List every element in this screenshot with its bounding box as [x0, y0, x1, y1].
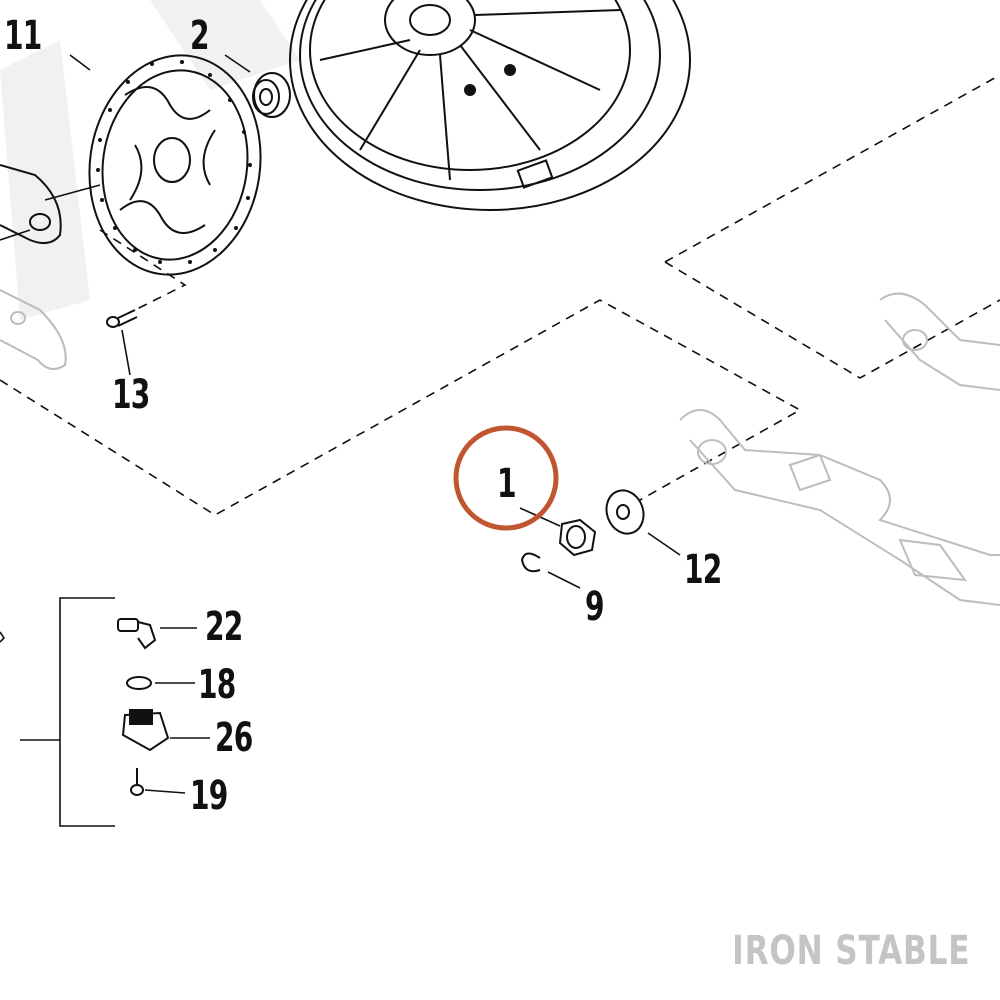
swingarm-icon [679, 292, 1000, 606]
callout-13: 13 [112, 372, 150, 418]
callout-1: 1 [497, 461, 517, 507]
background-swoosh [0, 0, 300, 320]
highlight-circle [453, 425, 559, 531]
axle-nut-icon [558, 518, 597, 557]
callout-2: 2 [190, 13, 210, 59]
callout-19: 19 [190, 773, 228, 819]
callout-18: 18 [198, 662, 236, 708]
o-ring-icon [126, 676, 152, 690]
callout-22: 22 [205, 604, 243, 650]
caliper-bracket-icon [0, 164, 67, 370]
leader-lines [0, 54, 681, 794]
valve-stem-icon [117, 618, 157, 650]
retaining-clip-icon [520, 552, 541, 573]
watermark: IRON STABLE [731, 928, 970, 974]
tpms-sensor-icon [121, 709, 170, 752]
washer-icon [605, 489, 645, 535]
callout-11: 11 [4, 13, 42, 59]
brake-rotor-icon [88, 54, 262, 276]
kit-bracket [0, 597, 115, 827]
bearing-icon [252, 72, 291, 118]
rear-wheel-icon [289, 0, 691, 211]
callout-9: 9 [585, 584, 605, 630]
callout-26: 26 [215, 715, 253, 761]
callout-12: 12 [684, 547, 722, 593]
dashed-boundaries [0, 74, 1000, 516]
sensor-bolt-icon [130, 768, 144, 796]
screw-icon [106, 309, 138, 328]
